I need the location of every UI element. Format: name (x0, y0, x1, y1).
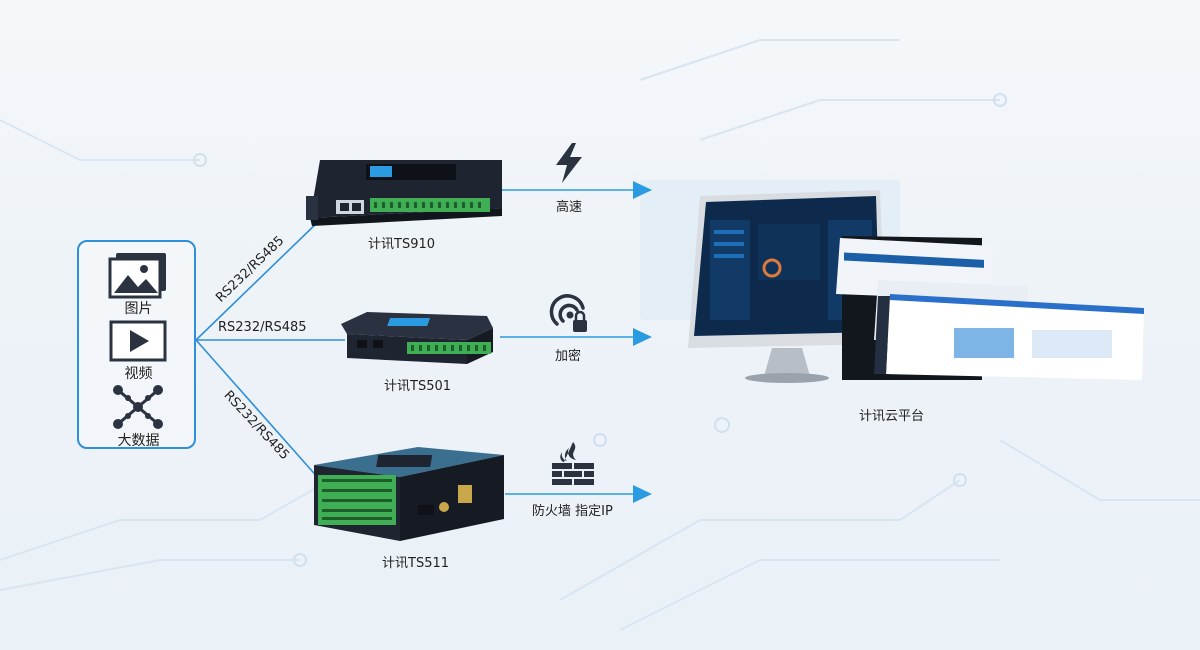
lightning-icon (556, 143, 582, 183)
image-icon (108, 253, 166, 299)
device-ts511-image (314, 447, 504, 541)
source-label-bigdata: 大数据 (117, 433, 160, 449)
feature-label-speed: 高速 (556, 200, 583, 215)
video-play-icon (109, 320, 167, 362)
device-label-ts511: 计讯TS511 (382, 556, 450, 571)
link-line-bottom (195, 339, 321, 481)
device-ts501-image (341, 312, 493, 364)
feature-label-encrypt: 加密 (555, 349, 582, 364)
big-data-network-icon (113, 385, 163, 429)
device-label-ts501: 计讯TS501 (384, 379, 452, 394)
source-label-image: 图片 (124, 301, 153, 317)
source-label-video: 视频 (124, 366, 153, 382)
arrowhead-top (633, 181, 652, 199)
encrypted-signal-lock-icon (549, 294, 587, 332)
link-label-middle: RS232/RS485 (218, 320, 307, 335)
data-source-box: 图片 视频 大数据 (77, 240, 196, 449)
link-line-top (195, 219, 321, 341)
device-ts910-image (306, 160, 502, 226)
feature-label-firewall: 防火墙 指定IP (532, 504, 613, 519)
cloud-platform-label: 计讯云平台 (859, 409, 925, 424)
arrowhead-middle (633, 328, 652, 346)
cloud-platform-screens-image (688, 190, 1144, 383)
arrowhead-bottom (633, 485, 652, 503)
device-label-ts910: 计讯TS910 (368, 237, 436, 252)
firewall-icon (552, 442, 594, 485)
